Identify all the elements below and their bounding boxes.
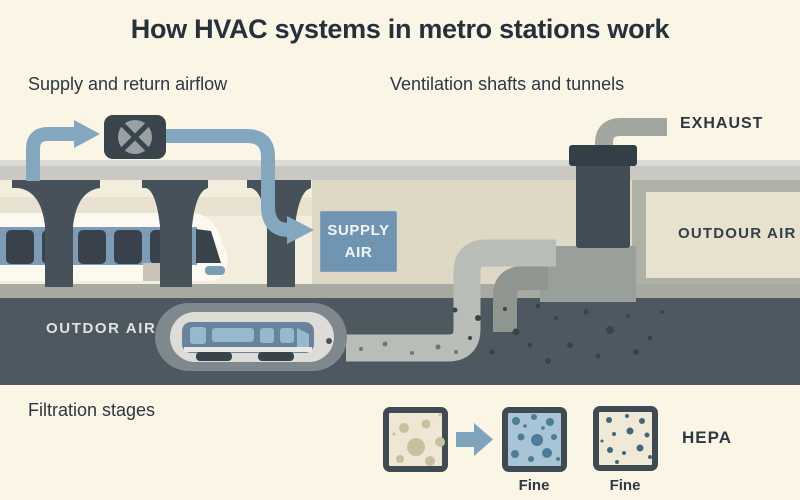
supply-air-badge: SUPPLY AIR [320,211,397,272]
exhaust-label: EXHAUST [680,115,764,132]
hepa-fine-filter-label: Fine [609,477,641,494]
supply-airflow [26,120,314,244]
train-front-detail [205,266,225,275]
supply-air-line1: SUPPLY [327,221,390,239]
return-vent-duct [493,266,548,332]
fine-filter-label: Fine [518,477,550,494]
filtration-stages-graphic [383,406,658,472]
hepa-label: HEPA [682,428,732,447]
ceiling-band [0,160,800,182]
section-label-supply: Supply and return airflow [28,74,228,94]
shaft-base-arch [540,246,636,302]
train-windows [6,230,178,264]
section-label-filtration: Filtration stages [28,400,156,420]
outdoor-air-panel [632,180,800,298]
ventilation-duct [346,239,556,362]
arrow-head-icon [74,120,100,148]
pillar [142,180,208,287]
hepa-filter-swatch [593,406,658,471]
duct-particles [359,341,458,355]
page-title: How HVAC systems in metro stations work [130,14,670,44]
platform-train [0,213,228,281]
section-label-ventilation: Ventilation shafts and tunnels [390,74,625,94]
hepa-particles [600,414,652,464]
outdoor-air-panel-label: OUTDOUR AIR [678,225,797,242]
fine-particles [511,414,560,462]
tunnel-train [182,322,332,361]
return-air-arrow [26,127,74,181]
supply-air-line2: AIR [344,243,373,261]
platform-floor [0,284,800,299]
exhaust-pipe [595,118,667,158]
supply-air-arrow [166,129,290,237]
tunnel-air-label: OUTDOR AIR [46,320,157,337]
arrow-head-icon [287,216,314,244]
pillar [12,180,100,287]
exhaust-shaft [569,145,637,248]
tunnel-particles [452,303,664,364]
right-arrow-icon [456,423,493,456]
train-windshield [196,229,221,263]
fan-unit [104,115,166,159]
coarse-particles [392,413,445,466]
fan-icon [118,120,152,154]
